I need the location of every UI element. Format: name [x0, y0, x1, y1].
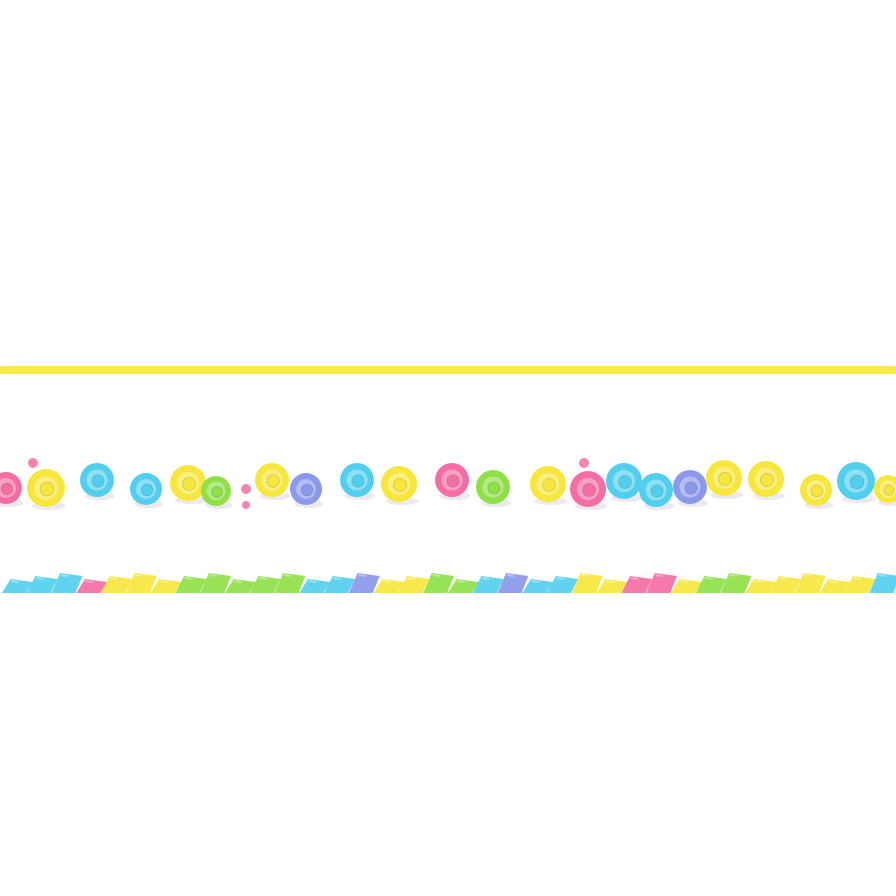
confetti-chip: [299, 579, 331, 593]
sprinkle-dot: [28, 458, 38, 468]
confetti-chip: [225, 579, 256, 593]
ring-bead: [837, 462, 877, 503]
ring-bead: [130, 473, 164, 508]
ring-bead: [255, 463, 291, 500]
confetti-chip: [571, 573, 603, 593]
confetti-chip: [770, 576, 801, 593]
ring-bead: [201, 476, 233, 509]
confetti-chip: [76, 579, 108, 593]
confetti-chip: [646, 573, 677, 593]
ring-bead: [748, 461, 786, 500]
confetti-chip: [348, 573, 380, 593]
ring-bead: [27, 469, 67, 510]
ring-bead: [80, 463, 116, 500]
confetti-chip: [125, 573, 157, 593]
confetti-chip: [596, 579, 628, 593]
confetti-chip: [547, 576, 578, 593]
confetti-chip: [448, 579, 479, 593]
ring-bead: [706, 460, 744, 499]
confetti-chip: [695, 576, 727, 593]
ring-bead: [0, 472, 24, 507]
ring-bead: [673, 470, 709, 507]
confetti-chip: [150, 579, 182, 593]
confetti-chip: [101, 576, 132, 593]
confetti-chip: [522, 579, 554, 593]
confetti-chip: [671, 579, 702, 593]
confetti-chip: [26, 576, 58, 593]
confetti-chip: [274, 573, 306, 593]
confetti-chip: [324, 576, 355, 593]
confetti-chip: [175, 576, 207, 593]
ring-bead: [639, 473, 675, 510]
confetti-chip: [2, 579, 33, 593]
confetti-chip: [844, 576, 876, 593]
confetti-chip: [373, 579, 405, 593]
ring-bead: [570, 471, 608, 510]
confetti-chip: [423, 573, 454, 593]
confetti-chip: [249, 576, 281, 593]
confetti-chip: [51, 573, 83, 593]
ring-bead: [170, 465, 208, 504]
ring-bead: [381, 466, 419, 505]
ring-bead: [800, 474, 834, 509]
confetti-chip: [200, 573, 231, 593]
ring-bead: [435, 463, 471, 500]
confetti-chip: [869, 573, 896, 593]
confetti-chip: [398, 576, 430, 593]
confetti-chip: [794, 573, 826, 593]
ring-bead: [476, 470, 512, 507]
confetti-chip: [472, 576, 504, 593]
ring-bead: [874, 475, 896, 506]
confetti-chip: [745, 579, 777, 593]
confetti-chip: [497, 573, 529, 593]
ring-bead: [340, 463, 376, 500]
confetti-chip: [819, 579, 851, 593]
sprinkle-dot: [579, 458, 589, 468]
ring-bead: [606, 463, 644, 502]
yellow-stripe: [0, 366, 896, 374]
confetti-chip: [621, 576, 653, 593]
sprinkle-dot: [241, 484, 251, 494]
ring-bead: [290, 473, 324, 508]
sprinkle-dot: [242, 501, 250, 509]
ring-bead: [530, 466, 568, 505]
confetti-chip: [720, 573, 752, 593]
